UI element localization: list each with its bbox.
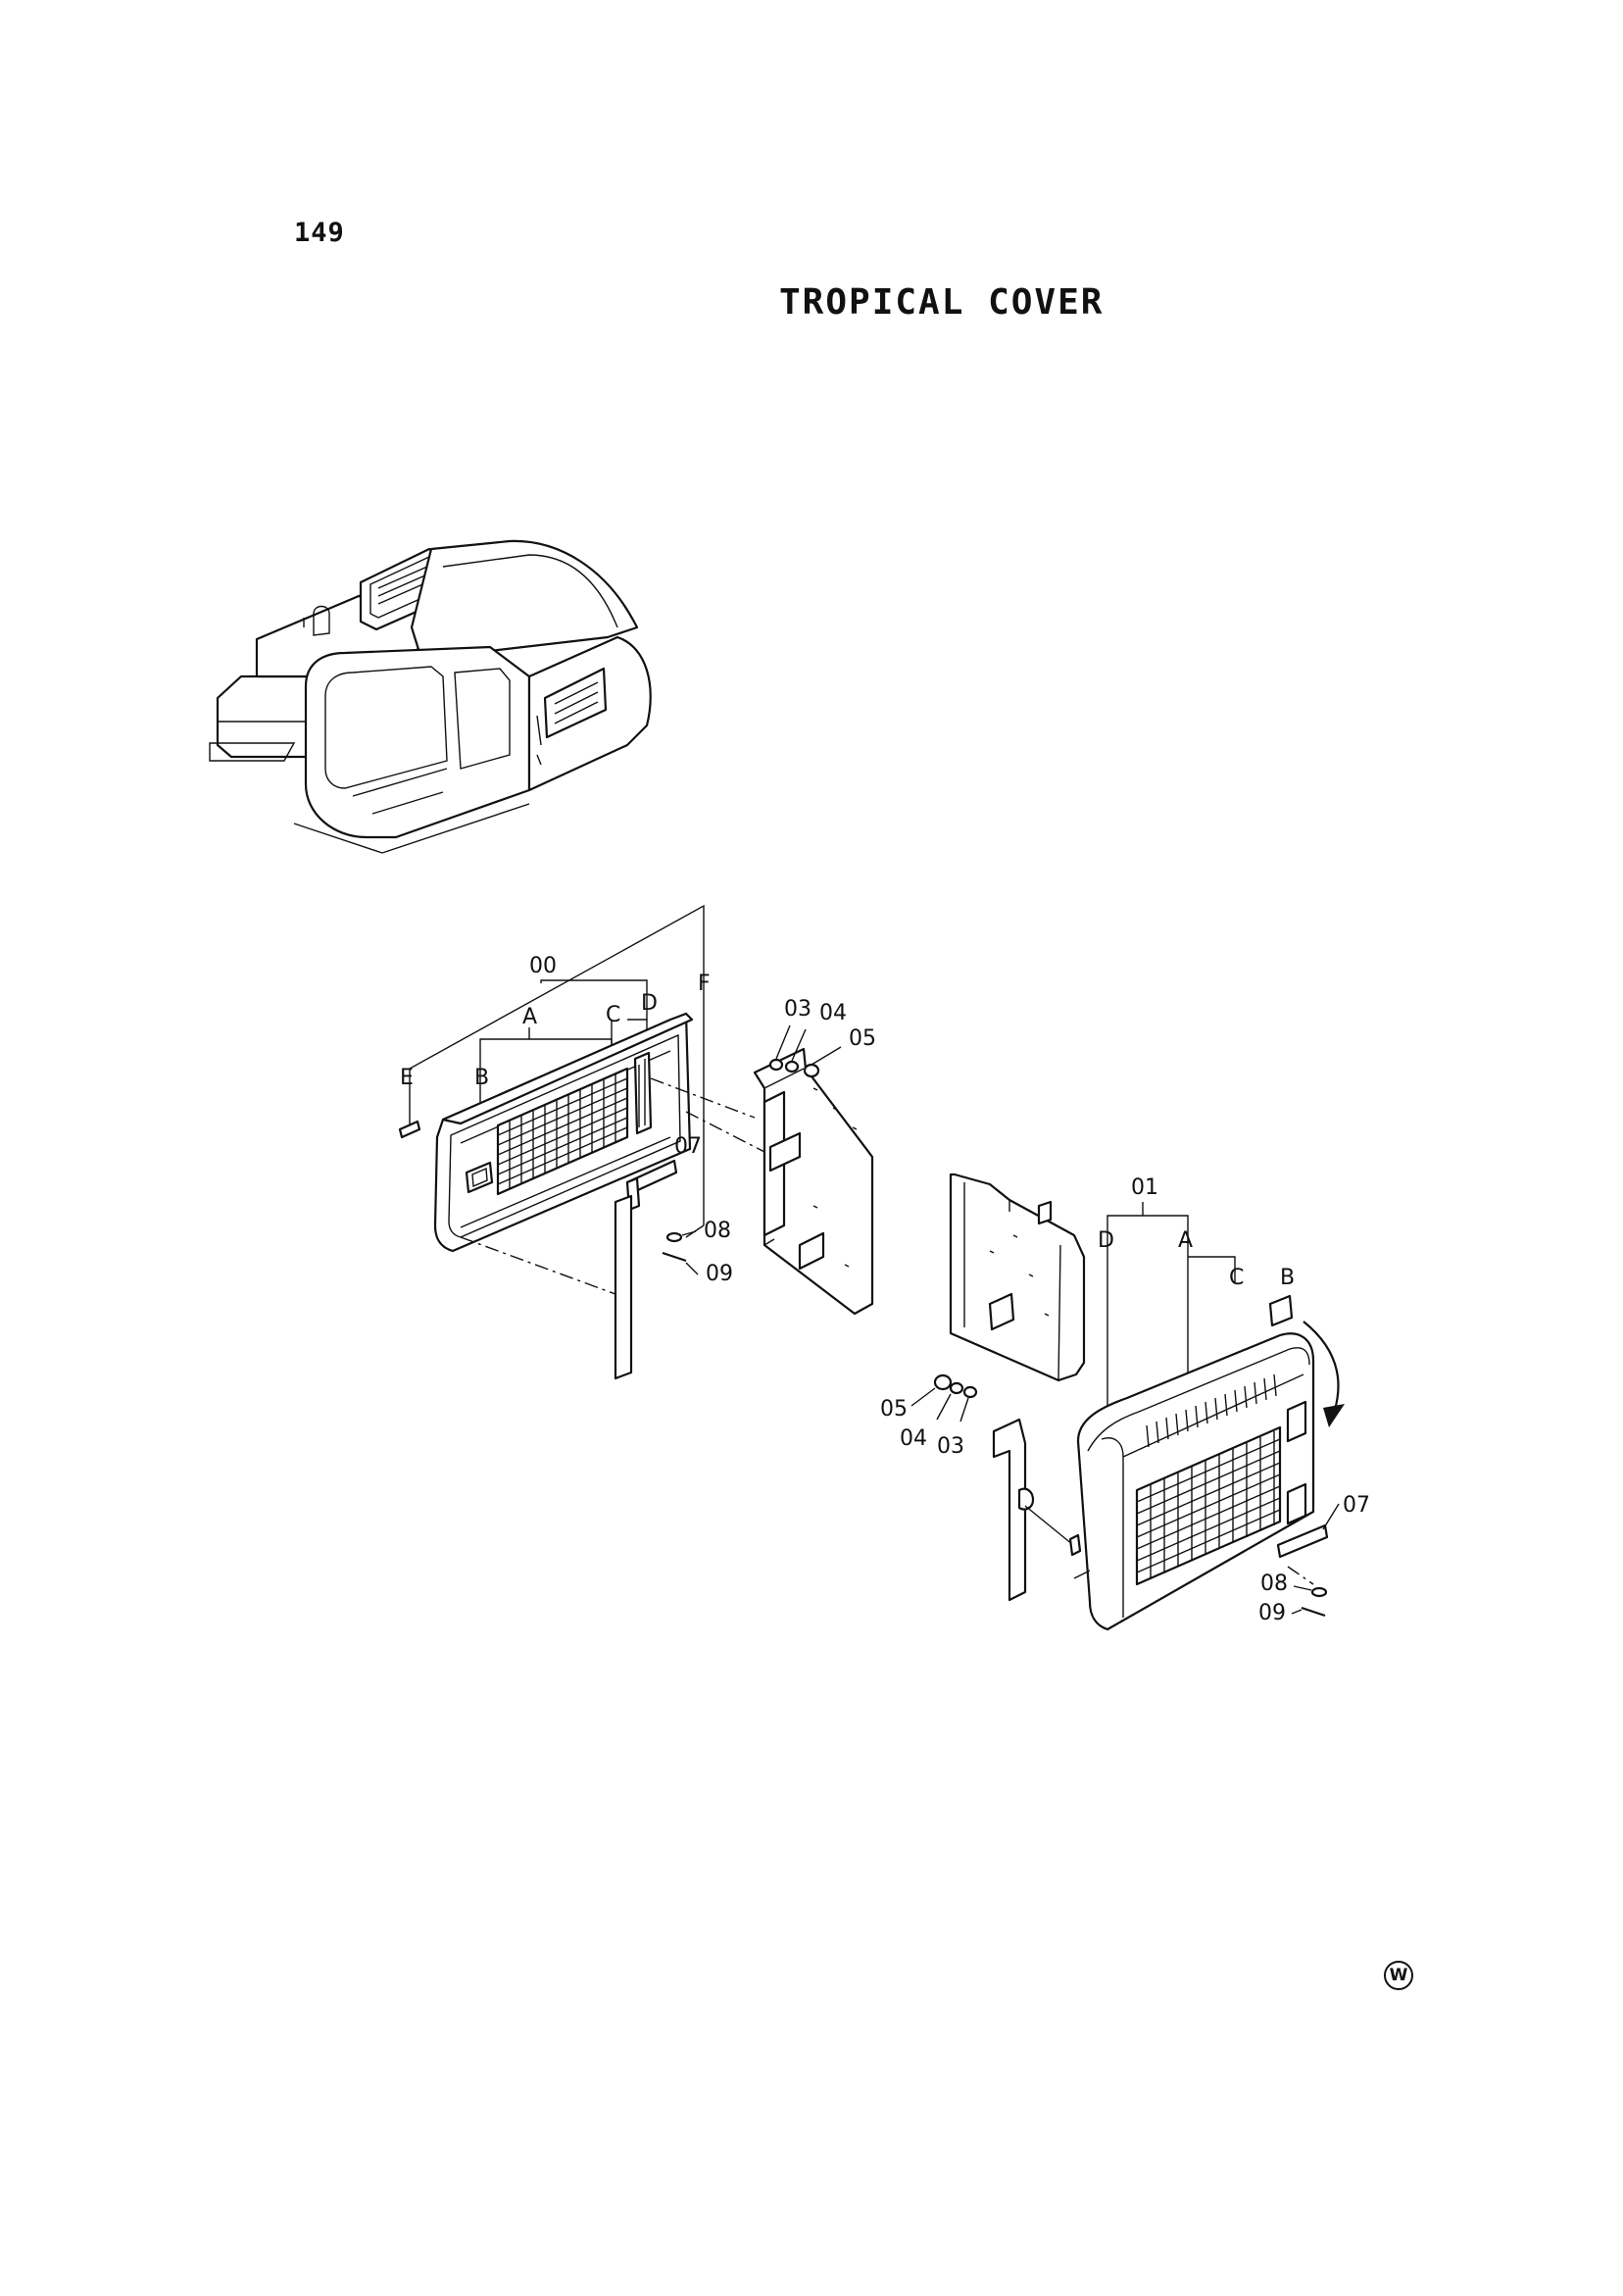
label-right-08: 08: [1260, 1572, 1288, 1596]
excavator-illustration: [209, 539, 652, 854]
label-left-b: B: [474, 1066, 489, 1090]
inner-plate-left: [753, 1024, 874, 1316]
rotation-arrow-icon: [1303, 1321, 1340, 1411]
label-right-04: 04: [900, 1426, 927, 1451]
label-right-d: D: [1098, 1228, 1114, 1253]
label-left-a: A: [522, 1005, 537, 1029]
left-mesh-grille: [496, 1067, 629, 1196]
label-right-b: B: [1280, 1266, 1295, 1290]
right-mesh-grille: [1135, 1425, 1282, 1586]
label-left-05: 05: [849, 1026, 876, 1051]
tropical-cover-left-assembly: [398, 904, 775, 1380]
label-01: 01: [1131, 1175, 1158, 1200]
label-left-d: D: [641, 991, 658, 1016]
w-mark: W: [1384, 1961, 1413, 1990]
label-left-e: E: [400, 1066, 414, 1090]
label-left-07: 07: [674, 1134, 702, 1159]
label-right-03: 03: [937, 1434, 964, 1459]
label-left-09: 09: [706, 1262, 733, 1286]
label-left-08: 08: [704, 1219, 731, 1243]
label-right-a: A: [1178, 1228, 1193, 1253]
inner-plate-right: [910, 1173, 1086, 1423]
label-right-09: 09: [1258, 1601, 1286, 1625]
label-right-05: 05: [880, 1397, 908, 1422]
callout-labels: 00 A C D B E F 07 08 09 03 04 05 05 04 0…: [400, 954, 1370, 1625]
label-left-03: 03: [784, 997, 812, 1022]
page-title: TROPICAL COVER: [779, 282, 1105, 323]
label-right-c: C: [1229, 1266, 1244, 1290]
label-left-c: C: [606, 1003, 620, 1027]
page-number: 149: [294, 218, 345, 248]
label-right-07: 07: [1343, 1493, 1370, 1518]
label-left-f: F: [698, 972, 711, 996]
tropical-cover-right-assembly: [992, 1202, 1345, 1631]
label-00: 00: [529, 954, 557, 978]
label-left-04: 04: [819, 1001, 847, 1025]
right-louvres: [1146, 1373, 1277, 1448]
